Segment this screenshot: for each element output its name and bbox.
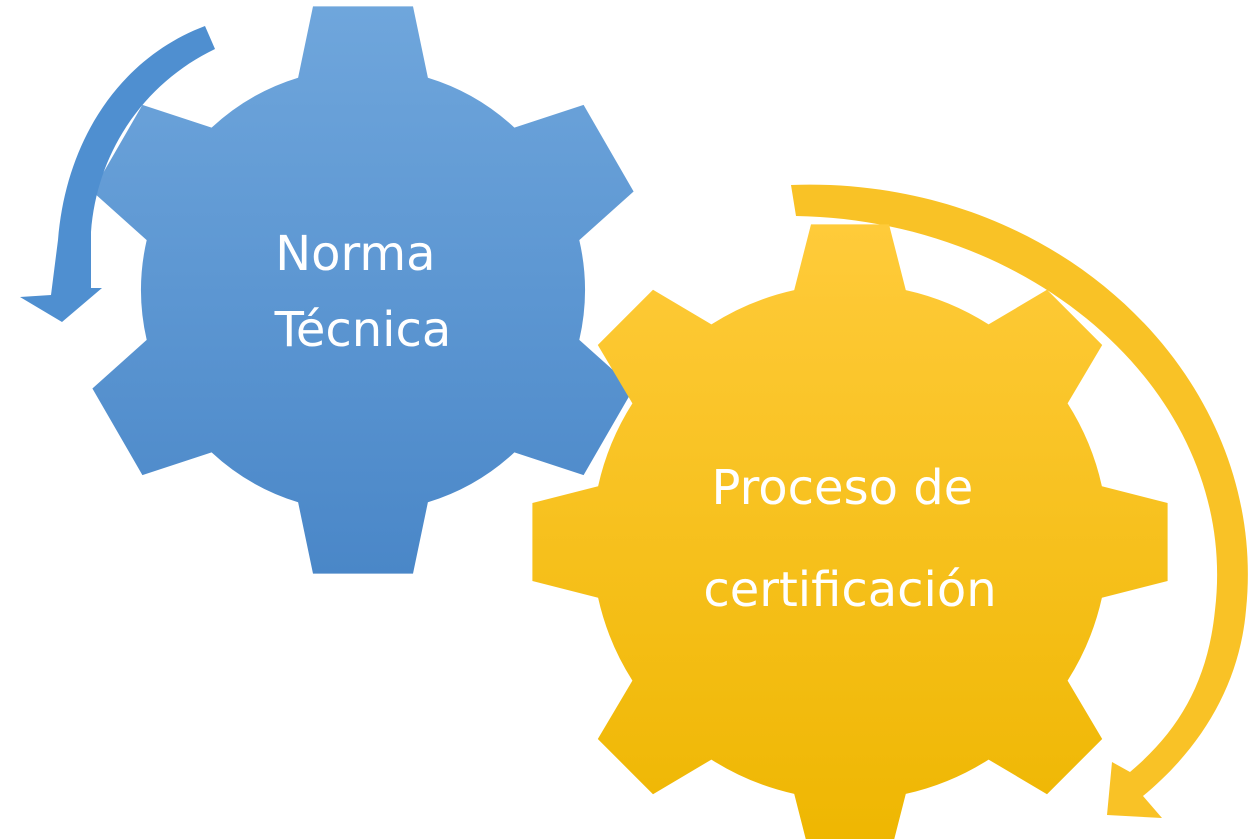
blue-gear [92, 6, 634, 574]
gear-label-line: Técnica [274, 302, 452, 358]
blue-rotation-arrow [20, 26, 215, 322]
gold-rotation-arrow [791, 184, 1248, 818]
gear-label-proceso-certificacion: Proceso de certificación [703, 460, 996, 618]
gold-gear [532, 224, 1168, 839]
gear-label-line: Proceso de [712, 460, 974, 516]
gear-label-norma-tecnica: Norma Técnica [274, 226, 452, 358]
gear-label-line: Norma [275, 226, 435, 282]
gear-label-line: certificación [703, 562, 996, 618]
